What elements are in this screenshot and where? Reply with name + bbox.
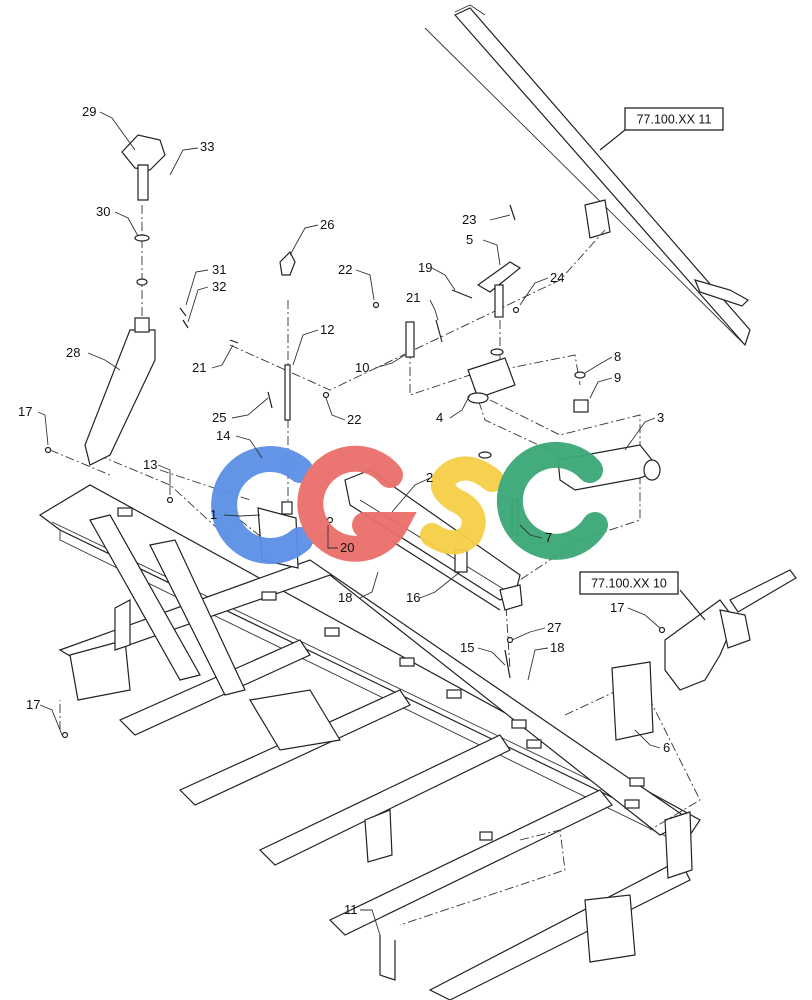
callout-31: 31 <box>212 262 226 277</box>
callout-27: 27 <box>547 620 561 635</box>
callout-32: 32 <box>212 279 226 294</box>
part-28 <box>84 317 156 466</box>
callout-1: 1 <box>210 507 217 522</box>
watermark-letter-0 <box>211 446 313 564</box>
callout-16: 16 <box>406 590 420 605</box>
callout-3: 3 <box>657 410 664 425</box>
callout-13: 13 <box>143 457 157 472</box>
callout-28: 28 <box>66 345 80 360</box>
callout-6: 6 <box>663 740 670 755</box>
reference-box-77.100.XX-11[interactable]: 77.100.XX 11 <box>599 107 724 151</box>
svg-text:77.100.XX 11: 77.100.XX 11 <box>637 113 712 127</box>
part-12 <box>284 364 291 421</box>
callout-22b: 22 <box>338 262 352 277</box>
callout-17: 17 <box>18 404 32 419</box>
watermark <box>211 441 608 564</box>
callout-22: 22 <box>347 412 361 427</box>
part-right-assembly <box>664 569 797 691</box>
part-6 <box>611 661 654 741</box>
callout-21: 21 <box>192 360 206 375</box>
callout-14: 14 <box>216 428 230 443</box>
callout-15: 15 <box>460 640 474 655</box>
callout-20: 20 <box>340 540 354 555</box>
callout-19: 19 <box>418 260 432 275</box>
callout-17c: 17 <box>26 697 40 712</box>
part-16 <box>389 539 501 611</box>
part-10 <box>405 321 415 358</box>
svg-text:77.100.XX 10: 77.100.XX 10 <box>591 577 667 591</box>
small-hardware <box>44 204 666 739</box>
callout-11: 11 <box>344 902 358 917</box>
part-26 <box>279 250 296 276</box>
callout-29: 29 <box>82 104 96 119</box>
callout-26: 26 <box>320 217 334 232</box>
callout-2: 2 <box>426 470 433 485</box>
part-29 <box>121 134 166 201</box>
watermark-letter-2 <box>420 456 504 555</box>
callout-30: 30 <box>96 204 110 219</box>
part-11 <box>379 935 396 981</box>
callout-18: 18 <box>338 590 352 605</box>
leader-lines <box>37 111 661 936</box>
callout-33: 33 <box>200 139 214 154</box>
callout-7: 7 <box>545 530 552 545</box>
callout-23: 23 <box>462 212 476 227</box>
reference-box-77.100.XX-10[interactable]: 77.100.XX 10 <box>579 571 706 621</box>
callout-10: 10 <box>355 360 369 375</box>
callout-labels: 29 33 30 31 32 28 17 26 12 21 25 22 14 1… <box>18 104 670 917</box>
callout-9: 9 <box>614 370 621 385</box>
part-9 <box>573 399 589 413</box>
callout-21b: 21 <box>406 290 420 305</box>
callout-17b: 17 <box>610 600 624 615</box>
callout-24: 24 <box>550 270 564 285</box>
callout-4: 4 <box>436 410 443 425</box>
callout-25: 25 <box>212 410 226 425</box>
upper-rail <box>424 4 751 347</box>
main-frame <box>38 484 701 1000</box>
part-4 <box>467 357 516 404</box>
part-5 <box>476 261 522 318</box>
callout-12: 12 <box>320 322 334 337</box>
callout-18b: 18 <box>550 640 564 655</box>
callout-5: 5 <box>466 232 473 247</box>
part-30 <box>134 234 150 242</box>
watermark-letter-1 <box>297 445 417 562</box>
watermark-letter-3 <box>496 441 608 560</box>
callout-8: 8 <box>614 349 621 364</box>
